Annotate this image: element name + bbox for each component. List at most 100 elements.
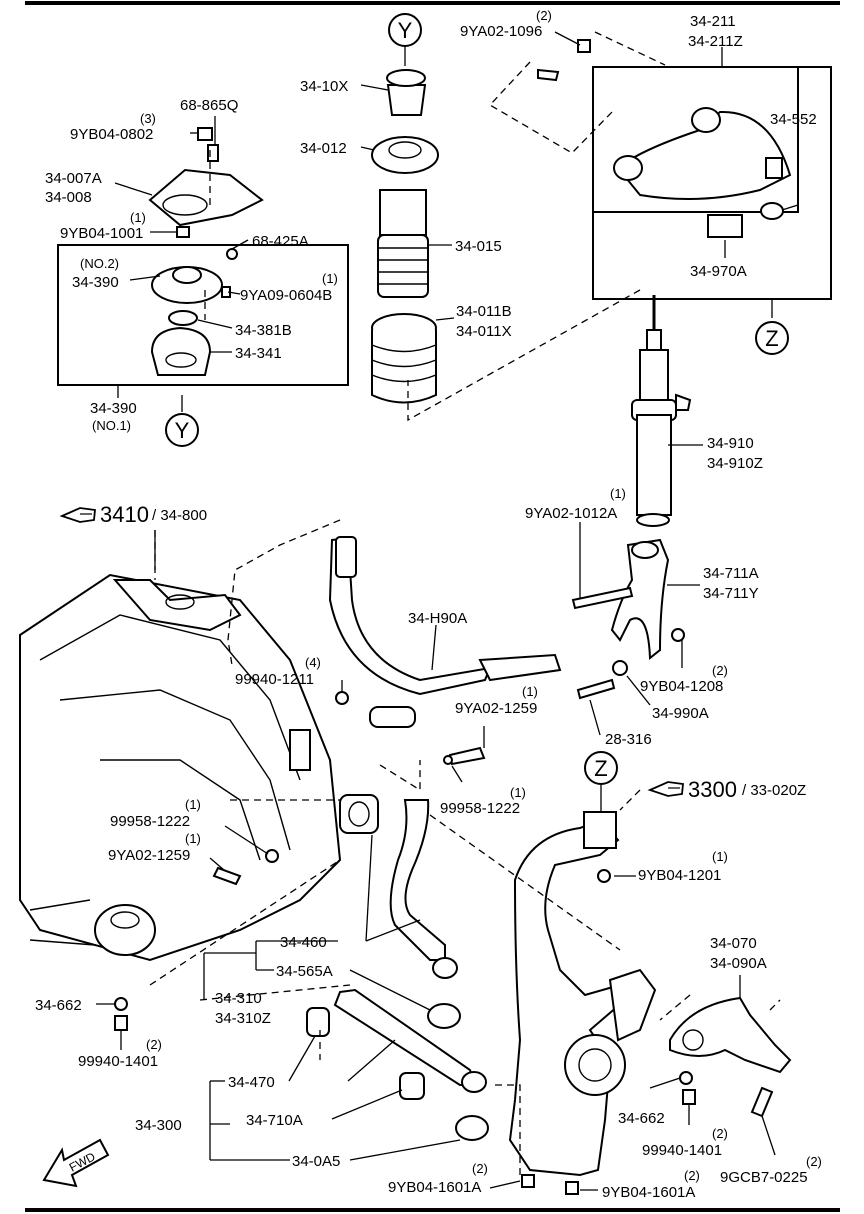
part-label-34-012: 34-012: [300, 140, 347, 157]
part-label-9gcb7-0225: 9GCB7-0225: [720, 1169, 808, 1186]
pointing-hand-icon: [59, 507, 96, 523]
part-label-34-910z: 34-910Z: [707, 455, 763, 472]
part-label-34-565a: 34-565A: [276, 963, 333, 980]
part-label-34-381b: 34-381B: [235, 322, 292, 339]
strut-top-parts: [371, 69, 439, 404]
part-label-9yb04-1201: 9YB04-1201: [638, 867, 721, 884]
nut-99940-1211: [335, 691, 349, 705]
part-label-34-007a: 34-007A: [45, 170, 102, 187]
part-label-99940-1401-left: 99940-1401: [78, 1053, 158, 1070]
part-label-68-865q: 68-865Q: [180, 97, 238, 114]
strut-fork-34-711a: [610, 538, 670, 661]
assembly-lines: [149, 31, 781, 1180]
part-label-34-211: 34-211: [690, 13, 736, 30]
part-label-34-460: 34-460: [280, 934, 327, 951]
qty-9yb04-1601a-right: (2): [684, 1168, 700, 1183]
upper-arm-group: [537, 39, 832, 300]
qty-9ya02-1096: (2): [536, 8, 552, 23]
washer-34-662-left: [114, 997, 128, 1011]
callout-y-bottom: Y: [165, 413, 199, 447]
lower-arm-bracket: [369, 706, 416, 728]
qty-99940-1211: (4): [305, 655, 321, 670]
part-label-9ya02-1096: 9YA02-1096: [460, 23, 542, 40]
washer-68-425a: [226, 248, 238, 260]
crossmember-group: [19, 573, 416, 962]
strut-brace-plate: [148, 168, 264, 227]
nut-9ya02-1096: [577, 39, 591, 53]
pointing-hand-icon: [647, 781, 684, 797]
upper-control-arm: [616, 110, 792, 200]
part-label-34-090a: 34-090A: [710, 955, 767, 972]
part-label-34-310z: 34-310Z: [215, 1010, 271, 1027]
part-label-68-425a: 68-425A: [252, 233, 309, 250]
nut-9yb04-1208: [671, 628, 685, 642]
part-label-34-070: 34-070: [710, 935, 757, 952]
label-no1: (NO.1): [92, 418, 131, 433]
part-label-34-300: 34-300: [135, 1117, 182, 1134]
ball-joint-34-552: [765, 157, 783, 179]
nut-9yb04-1201: [597, 869, 611, 883]
part-label-34-990a: 34-990A: [652, 705, 709, 722]
callout-z-bottom: Z: [584, 751, 618, 785]
part-label-9yb04-1001: 9YB04-1001: [60, 225, 143, 242]
part-label-9ya02-1012a: 9YA02-1012A: [525, 505, 617, 522]
qty-9yb04-1208: (2): [712, 663, 728, 678]
qty-9ya02-1012a: (1): [610, 486, 626, 501]
mount-34-341: [150, 326, 212, 376]
strut-mount-box: [57, 244, 349, 386]
callout-z-bottom-label: Z: [594, 756, 607, 781]
bushing-34-460: [339, 794, 379, 834]
part-label-34-015: 34-015: [455, 238, 502, 255]
part-label-34-470: 34-470: [228, 1074, 275, 1091]
spring-seat-34-012: [371, 136, 439, 174]
lower-arm-group: [306, 794, 489, 1141]
part-label-9ya09-0604b: 9YA09-0604B: [240, 287, 332, 304]
part-label-34-310: 34-310: [215, 990, 262, 1007]
boot-34-015: [379, 189, 427, 236]
part-label-34-10x: 34-10X: [300, 78, 348, 95]
part-label-99958-1222-right: 99958-1222: [440, 800, 520, 817]
nut-9yb04-1001: [176, 226, 190, 238]
tension-rod-34-300: [333, 988, 477, 1086]
ref-3410-label: 3410: [100, 502, 149, 527]
bearing-34-381b: [168, 310, 198, 326]
bolt-9ya02-1012a: [571, 586, 634, 610]
part-labels: 34-10X 34-012 34-015 34-011B 34-011X 68-…: [35, 8, 822, 1201]
qty-9gcb7-0225: (2): [806, 1154, 822, 1169]
part-label-34-390-top: 34-390: [72, 274, 119, 291]
part-label-9yb04-1601a-right: 9YB04-1601A: [602, 1184, 695, 1201]
part-label-9yb04-0802: 9YB04-0802: [70, 126, 153, 143]
nut-9yb04-1601a-right: [565, 1181, 579, 1195]
stabilizer-group: [212, 536, 562, 886]
callout-z-top-label: Z: [765, 326, 778, 351]
ref-3410[interactable]: 3410 / 34-800: [59, 502, 207, 527]
part-label-34-711a: 34-711A: [703, 565, 759, 582]
bushing-34-970a: [707, 214, 743, 238]
dust-boot-34-565a: [427, 1003, 461, 1029]
part-label-34-662-left: 34-662: [35, 997, 82, 1014]
nut-9yb04-1601a-left: [521, 1174, 535, 1188]
steering-knuckle-group: [508, 811, 657, 1195]
nut-9yb04-0802: [197, 127, 213, 141]
part-label-34-910: 34-910: [707, 435, 754, 452]
stabilizer-bar-34-h90a: [328, 536, 492, 696]
bolt-9ya02-1259-top: [448, 746, 486, 766]
mount-34-070: [669, 996, 792, 1074]
bolt-9gcb7-0225: [750, 1086, 774, 1118]
shock-absorber-group: [571, 295, 692, 700]
bolt-9ya02-1259-left: [212, 866, 242, 886]
qty-9ya02-1259-left: (1): [185, 831, 201, 846]
nut-99940-1401-left: [114, 1015, 128, 1031]
part-label-9ya02-1259-left: 9YA02-1259: [108, 847, 190, 864]
qty-99958-1222-left: (1): [185, 797, 201, 812]
ref-3300[interactable]: 3300 / 33-020Z: [647, 777, 806, 802]
qty-99940-1401-left: (2): [146, 1037, 162, 1052]
washer-99958-1222-right: [443, 755, 453, 765]
part-label-34-552: 34-552: [770, 111, 817, 128]
part-label-34-011x: 34-011X: [456, 323, 512, 340]
bumper-34-10x: [386, 84, 427, 116]
part-label-34-662-right: 34-662: [618, 1110, 665, 1127]
callout-z-top: Z: [755, 321, 789, 355]
ref-3410-sub-label: / 34-800: [152, 507, 207, 524]
